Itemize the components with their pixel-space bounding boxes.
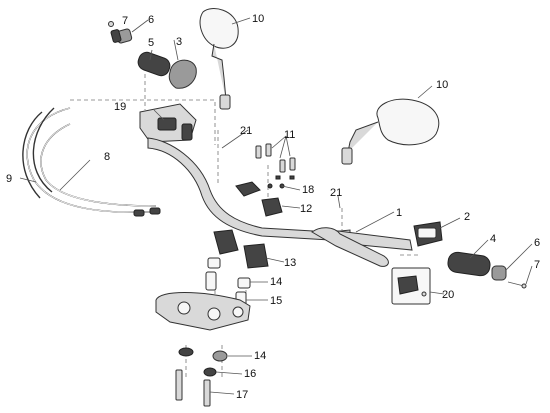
handlebar bbox=[147, 137, 413, 267]
callout-13: 13 bbox=[284, 257, 296, 269]
callout-10-left: 10 bbox=[252, 13, 264, 25]
callout-6-right: 6 bbox=[534, 237, 540, 249]
callout-9: 9 bbox=[6, 173, 12, 185]
lower-parts bbox=[175, 347, 228, 407]
callout-21-right: 21 bbox=[330, 187, 342, 199]
leader-lines bbox=[19, 17, 533, 395]
callout-11: 11 bbox=[284, 129, 295, 141]
callout-6-top: 6 bbox=[148, 14, 154, 26]
callout-18: 18 bbox=[302, 184, 314, 196]
left-mirror bbox=[199, 8, 239, 110]
callout-5: 5 bbox=[148, 37, 154, 49]
clamp-18 bbox=[235, 181, 285, 197]
right-bar-end bbox=[491, 265, 527, 289]
callout-2: 2 bbox=[464, 211, 470, 223]
screws-11 bbox=[255, 143, 296, 180]
callout-10-right: 10 bbox=[436, 79, 448, 91]
left-switch-housing bbox=[139, 103, 197, 143]
callout-7-top: 7 bbox=[122, 15, 128, 27]
callout-3: 3 bbox=[176, 36, 182, 48]
right-grip bbox=[447, 251, 491, 277]
right-switch bbox=[413, 221, 443, 247]
clamp-12 bbox=[261, 197, 283, 217]
callout-12: 12 bbox=[300, 203, 312, 215]
callouts: 7 6 10 3 5 10 19 21 11 8 9 18 21 12 1 2 … bbox=[6, 13, 540, 401]
callout-19: 19 bbox=[114, 101, 126, 113]
callout-15: 15 bbox=[270, 295, 282, 307]
right-mirror bbox=[341, 98, 440, 165]
callout-16: 16 bbox=[244, 368, 256, 380]
callout-14-low: 14 bbox=[254, 350, 266, 362]
cables bbox=[22, 107, 161, 217]
risers-13 bbox=[213, 229, 269, 269]
callout-21-left: 21 bbox=[240, 125, 252, 137]
callout-4: 4 bbox=[490, 233, 496, 245]
callout-20: 20 bbox=[442, 289, 454, 301]
brake-fitting bbox=[391, 267, 431, 305]
callout-17: 17 bbox=[236, 389, 248, 401]
triple-clamp bbox=[155, 292, 251, 331]
callout-14-mid: 14 bbox=[270, 276, 282, 288]
callout-7-right: 7 bbox=[534, 259, 540, 271]
left-switch-group bbox=[108, 21, 197, 89]
callout-8: 8 bbox=[104, 151, 110, 163]
callout-1: 1 bbox=[396, 207, 402, 219]
